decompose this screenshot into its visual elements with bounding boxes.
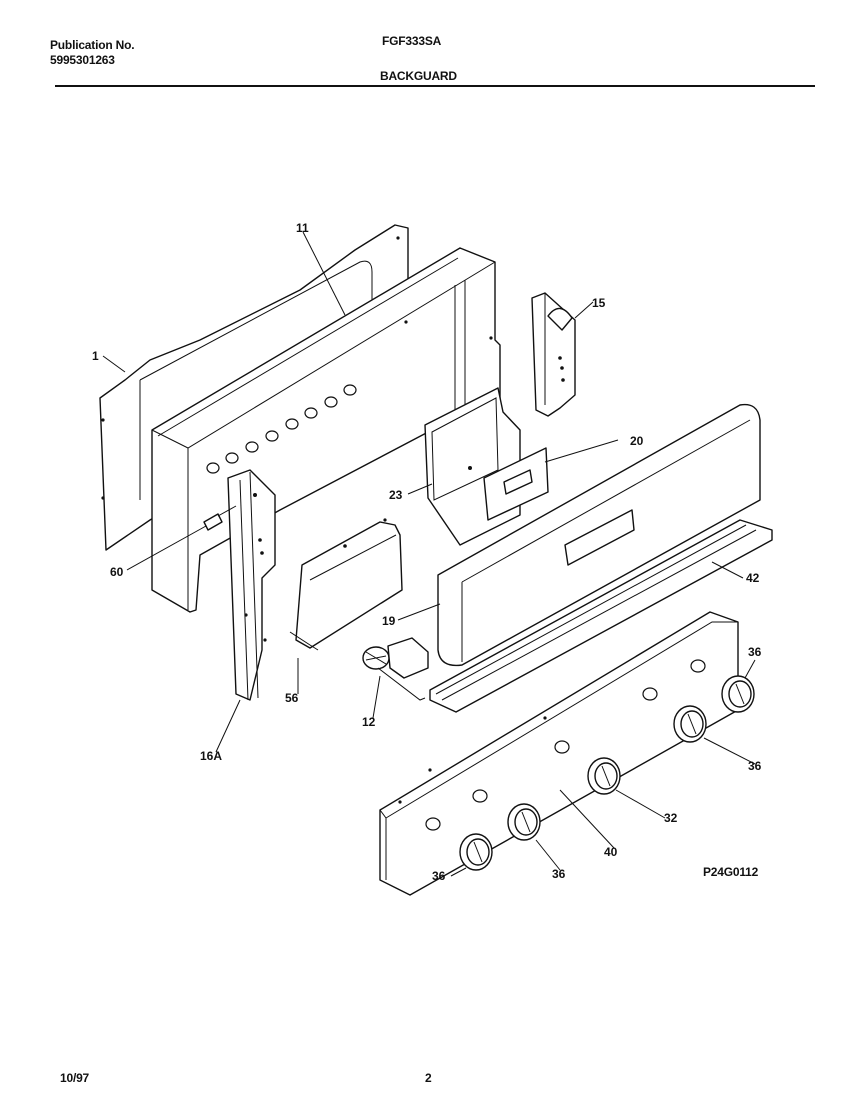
knob-36-center-right: [673, 705, 707, 743]
control-panel-part-19: [437, 403, 761, 667]
callout-40: 40: [604, 845, 618, 859]
callout-19: 19: [382, 614, 396, 628]
callout-32: 32: [664, 811, 678, 825]
page-number: 2: [425, 1071, 432, 1085]
knob-32-center: [587, 757, 621, 795]
callout-56: 56: [285, 691, 299, 705]
control-bracket-part-40: [379, 611, 739, 896]
callout-12: 12: [362, 715, 376, 729]
switch-part-12: [362, 637, 429, 701]
callout-20: 20: [630, 434, 644, 448]
knob-36-upper-right: [721, 675, 755, 713]
callout-16a: 16A: [200, 749, 222, 763]
callout-36-upper-right: 36: [748, 645, 762, 659]
knob-36-lower-left: [459, 833, 493, 871]
footer-date: 10/97: [60, 1071, 90, 1085]
section-title: BACKGUARD: [380, 69, 457, 83]
callout-15: 15: [592, 296, 606, 310]
model-number: FGF333SA: [382, 34, 442, 48]
callout-60: 60: [110, 565, 124, 579]
callout-36-center-left: 36: [552, 867, 566, 881]
clock-module-part-20: [483, 447, 549, 521]
trim-strip-part-42: [429, 519, 773, 713]
figure-id: P24G0112: [703, 865, 759, 879]
callout-11: 11: [296, 221, 309, 235]
callout-36-lower-left: 36: [432, 869, 446, 883]
publication-label: Publication No.: [50, 38, 135, 52]
callout-23: 23: [389, 488, 403, 502]
screw-part-60: [203, 505, 237, 531]
right-bracket-part-15: [531, 292, 576, 417]
knob-36-center-left: [507, 803, 541, 841]
left-bracket-part-16a: [227, 469, 276, 701]
publication-number: 5995301263: [50, 53, 115, 67]
callout-1: 1: [92, 349, 99, 363]
callout-36-center-right: 36: [748, 759, 762, 773]
header-rule: [55, 85, 815, 87]
lower-panel-part-56: [289, 518, 403, 651]
callout-42: 42: [746, 571, 760, 585]
leader-lines: [102, 231, 756, 877]
